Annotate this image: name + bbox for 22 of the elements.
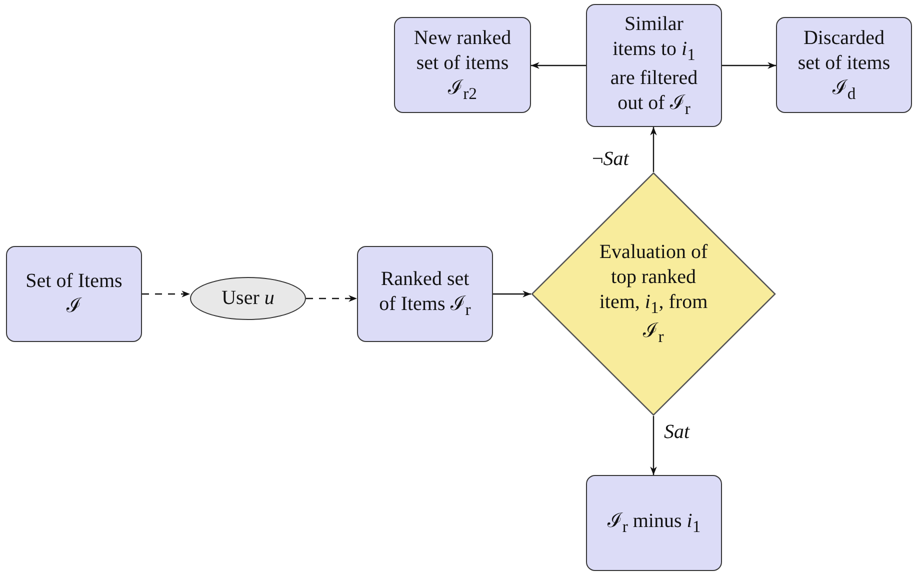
arrow <box>650 127 657 172</box>
node-text: Ranked set of Items ℐ$_{r}$ <box>378 267 472 321</box>
arrow <box>306 295 357 302</box>
node-text: Discarded set of items ℐ$_{d}$ <box>796 26 892 104</box>
node-text: New ranked set of items ℐ$_{r2}$ <box>412 26 512 104</box>
node-text: Set of Items ℐ <box>24 269 124 319</box>
node-text: User u <box>222 286 274 311</box>
process-box <box>357 246 493 342</box>
arrow <box>650 416 657 475</box>
arrow <box>493 290 531 298</box>
node-text: ℐ$_{r}$ minus i$_{1}$ <box>607 508 701 538</box>
arrow <box>142 290 190 298</box>
process-box <box>586 4 722 127</box>
process-box <box>586 475 722 571</box>
process-box <box>6 246 142 342</box>
arrow <box>531 62 586 69</box>
arrow <box>722 62 776 69</box>
node-text: Evaluation of top ranked item, i$_{1}$, from ℐ$_{r}$ <box>598 240 709 348</box>
process-box <box>776 17 912 113</box>
decision-diamond <box>531 172 776 416</box>
node-text: Similar items to i$_{1}$ are filtered out of ℐ$_{r}$ <box>609 12 699 120</box>
process-box <box>394 17 531 113</box>
